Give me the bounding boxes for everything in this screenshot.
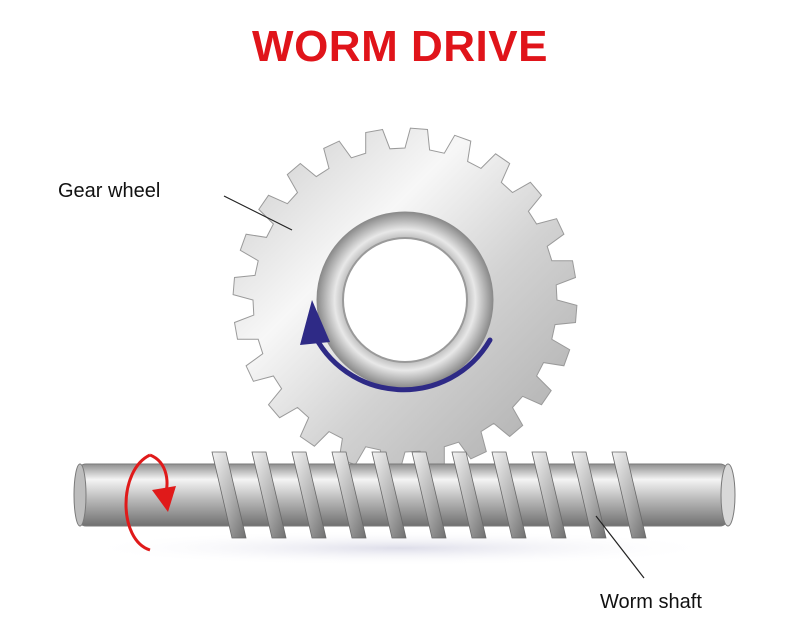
worm-thread [211, 451, 247, 539]
worm-thread [531, 451, 567, 539]
worm-shaft-label: Worm shaft [600, 591, 702, 613]
gear-rotation-arrow [300, 300, 493, 393]
worm-thread [451, 451, 487, 539]
worm-thread [571, 451, 607, 539]
worm-thread [291, 451, 327, 539]
worm-shaft [73, 451, 736, 539]
gear-bore [342, 237, 468, 363]
shaft-right-end [720, 463, 736, 527]
worm-shaft-leader-line [595, 515, 645, 579]
gear-wheel-label: Gear wheel [58, 180, 161, 202]
worm-thread [331, 451, 367, 539]
gear-wheel-leader-line [223, 195, 293, 231]
worm-thread [371, 451, 407, 539]
worm-thread [251, 451, 287, 539]
shaft-left-end [73, 463, 87, 527]
worm-thread [411, 451, 447, 539]
worm-threads [211, 451, 647, 539]
shaft-rotation-arrow [124, 453, 176, 552]
shaft-shadow [80, 530, 720, 566]
gear-wheel [232, 127, 578, 473]
worm-thread [491, 451, 527, 539]
worm-thread [611, 451, 647, 539]
page-title: WORM DRIVE [252, 22, 548, 71]
